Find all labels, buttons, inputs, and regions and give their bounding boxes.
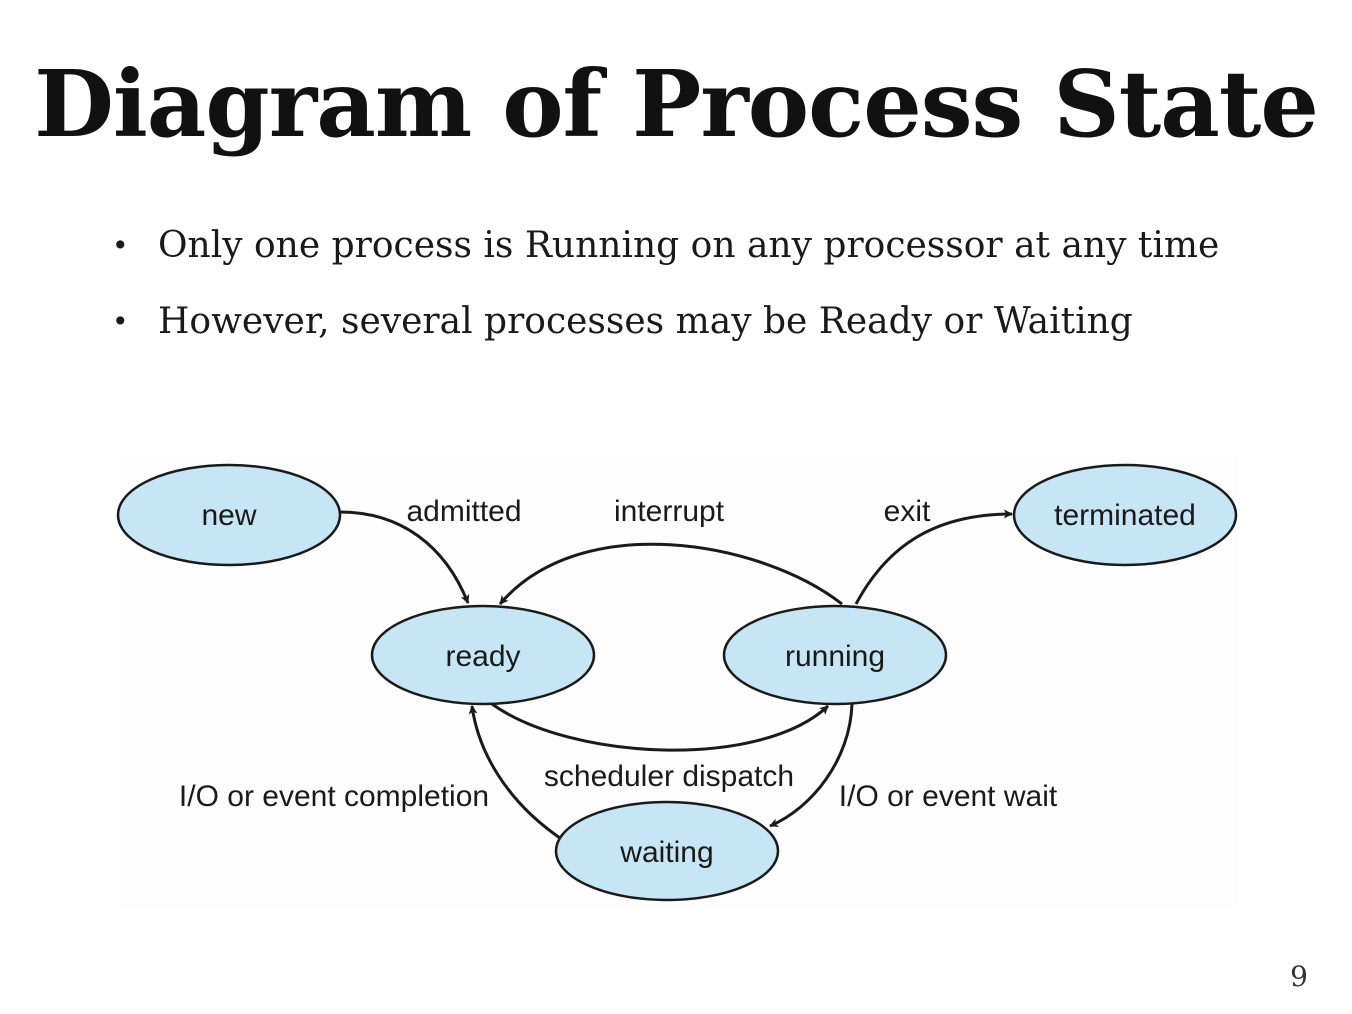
io-event-completion-arrow [468, 705, 561, 840]
state-new-label: new [201, 499, 256, 532]
io-event-wait-label: I/O or event wait [839, 780, 1058, 813]
exit-label: exit [884, 495, 931, 528]
page-number: 9 [1290, 960, 1308, 993]
admitted-arrow [339, 510, 470, 604]
exit-arrow [854, 509, 1013, 605]
state-waiting: waiting [554, 800, 780, 902]
bullet-list: • Only one process is Running on any pro… [112, 222, 1219, 374]
bullet-dot: • [112, 305, 129, 338]
io-event-completion-label: I/O or event completion [179, 780, 489, 813]
bullet-text: However, several processes may be Ready … [158, 301, 1133, 342]
state-ready-label: ready [445, 640, 520, 673]
state-terminated-label: terminated [1054, 499, 1196, 532]
state-running-label: running [785, 640, 885, 673]
state-new: new [116, 463, 342, 567]
interrupt-label: interrupt [614, 495, 725, 528]
slide-title: Diagram of Process State [34, 50, 1319, 158]
admitted-label: admitted [406, 495, 521, 528]
state-terminated: terminated [1012, 463, 1238, 567]
interrupt-arrow [498, 542, 843, 606]
bullet-item: • Only one process is Running on any pro… [112, 222, 1219, 298]
bullet-item: • However, several processes may be Read… [112, 298, 1219, 374]
scheduler-dispatch-arrow [491, 702, 830, 752]
state-running: running [722, 604, 948, 706]
scheduler-dispatch-label: scheduler dispatch [544, 760, 794, 793]
state-ready: ready [370, 604, 596, 706]
io-event-wait-arrow [769, 703, 854, 828]
state-waiting-label: waiting [619, 836, 713, 869]
bullet-text: Only one process is Running on any proce… [158, 225, 1220, 266]
bullet-dot: • [112, 229, 129, 262]
